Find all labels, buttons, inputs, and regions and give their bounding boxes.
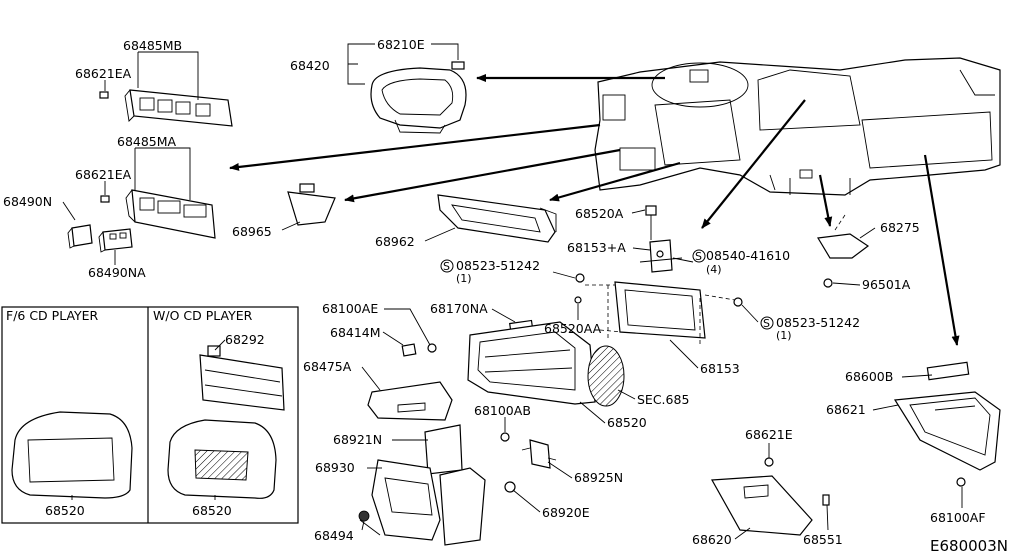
lock-68600B (926, 361, 970, 381)
switch-panel-68485MA (100, 189, 216, 239)
s-symbol-1: S (443, 260, 450, 273)
label-68920E: 68920E (542, 505, 590, 520)
label-68100AB: 68100AB (474, 403, 531, 418)
label-08523-51242-right: 08523-51242 (776, 315, 860, 330)
label-68490N: 68490N (3, 194, 52, 209)
label-08523-right-qty: (1) (776, 329, 792, 342)
label-68620: 68620 (692, 532, 732, 547)
part-labels: 68485MB 68621EA 68485MA 68621EA 68490N 6… (3, 37, 1008, 555)
label-68520A: 68520A (575, 206, 624, 221)
lower-cluster-68930 (359, 424, 486, 546)
switch-panel-68485MB (99, 89, 233, 127)
f6-cd-lid-68520 (11, 411, 133, 499)
label-68100AE: 68100AE (322, 301, 378, 316)
pocket-68475A (367, 381, 453, 421)
label-68490NA: 68490NA (88, 265, 146, 280)
switch-68490NA (98, 228, 133, 253)
clip-68551 (822, 494, 830, 506)
pad-68414M (401, 343, 417, 357)
label-68170NA: 68170NA (430, 301, 488, 316)
label-68414M: 68414M (330, 325, 381, 340)
variant-inset-frame (1, 306, 299, 524)
cluster-meter-68420 (370, 61, 467, 134)
label-08523-51242-left: 08523-51242 (456, 258, 540, 273)
bracket-68275 (817, 214, 870, 259)
label-96501A: 96501A (862, 277, 911, 292)
vent-sec685 (587, 345, 625, 407)
label-08540-41610: 08540-41610 (706, 248, 790, 263)
label-68210E: 68210E (377, 37, 425, 52)
bracket-68153 (585, 281, 736, 345)
finisher-68962 (437, 194, 557, 243)
inset-title-wo-cd-player: W/O CD PLAYER (153, 308, 253, 323)
label-68520-wo: 68520 (192, 503, 232, 518)
label-68621EA-lower: 68621EA (75, 167, 132, 182)
label-68420: 68420 (290, 58, 330, 73)
bracket-68153A (639, 205, 683, 273)
screws (427, 250, 966, 487)
callout-arrows (229, 74, 960, 346)
switch-68490N (67, 224, 93, 249)
glove-lid-68620 (711, 475, 813, 536)
label-68520-f6: 68520 (45, 503, 85, 518)
label-68485MA: 68485MA (117, 134, 177, 149)
label-68153: 68153 (700, 361, 740, 376)
label-68621EA-upper: 68621EA (75, 66, 132, 81)
label-68153A: 68153+A (567, 240, 626, 255)
inset-title-f6-cd-player: F/6 CD PLAYER (6, 308, 99, 323)
cluster-lid-68520 (467, 321, 596, 405)
label-sec685: SEC.685 (637, 392, 689, 407)
bracket-68292 (199, 345, 285, 411)
label-68292: 68292 (225, 332, 265, 347)
label-68485MB: 68485MB (123, 38, 182, 53)
label-68621: 68621 (826, 402, 866, 417)
dashboard-outline (594, 57, 1001, 196)
label-68921N: 68921N (333, 432, 382, 447)
knob-68920E (504, 481, 516, 493)
label-68520-main: 68520 (607, 415, 647, 430)
label-68621E: 68621E (745, 427, 793, 442)
label-68475A: 68475A (303, 359, 352, 374)
label-08523-left-qty: (1) (456, 272, 472, 285)
label-68962: 68962 (375, 234, 415, 249)
label-68520AA: 68520AA (544, 321, 602, 336)
lid-68965 (287, 183, 336, 226)
label-68494: 68494 (314, 528, 354, 543)
leader-lines (62, 43, 963, 540)
label-68100AF: 68100AF (930, 510, 986, 525)
bracket-68925N (521, 439, 557, 469)
label-68551: 68551 (803, 532, 843, 547)
s-symbol-2: S (695, 250, 702, 263)
glove-box-68621 (893, 391, 1001, 471)
wo-cd-lid-68520 (167, 419, 277, 499)
label-68930: 68930 (315, 460, 355, 475)
label-68925N: 68925N (574, 470, 623, 485)
s-symbol-3: S (763, 317, 770, 330)
label-68600B: 68600B (845, 369, 893, 384)
nut-68494 (358, 510, 370, 522)
label-08540-qty: (4) (706, 263, 722, 276)
diagram-id: E680003N (930, 537, 1008, 555)
label-68965: 68965 (232, 224, 272, 239)
screw-symbols: S S S (440, 249, 774, 330)
label-68275: 68275 (880, 220, 920, 235)
